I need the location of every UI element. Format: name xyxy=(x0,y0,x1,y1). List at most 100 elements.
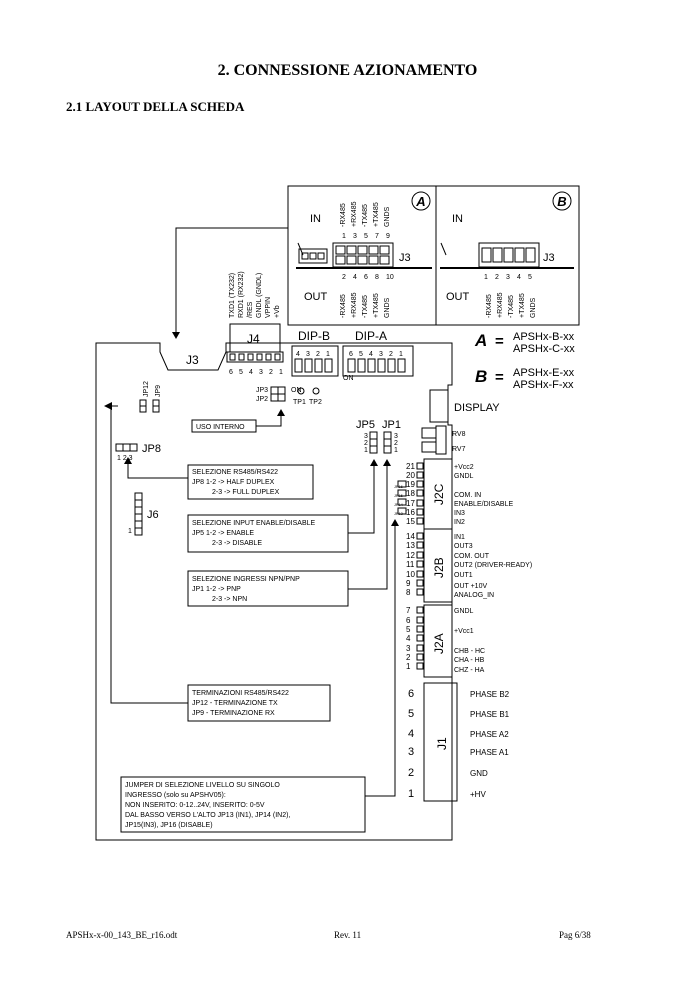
connector-a-top-signal: -RX485 xyxy=(340,203,347,227)
j1-signal: PHASE A1 xyxy=(470,748,509,757)
j2-pin-cell xyxy=(416,579,424,587)
j2-pin-number: 1 xyxy=(406,662,411,671)
j4-tooth xyxy=(247,353,254,361)
jp8-jumper xyxy=(115,443,138,452)
j2-pin-cell xyxy=(416,644,424,652)
j6-pin-cell xyxy=(134,513,143,522)
connector-a-pin-cell xyxy=(357,255,368,265)
rs485-selection-box xyxy=(187,464,314,500)
j2-signal: OUT +10V xyxy=(454,583,487,590)
connector-a-pin-cell xyxy=(379,255,390,265)
j2-signal: COM. IN xyxy=(454,492,481,499)
j2-pin-number: 2 xyxy=(406,653,411,662)
j1-pin-number: 3 xyxy=(408,746,414,758)
j4-tooth xyxy=(274,353,281,361)
connector-a-pin-cell xyxy=(357,245,368,255)
connector-a-bottom-pin: 6 xyxy=(364,274,368,281)
j2-signal: OUT3 xyxy=(454,543,473,550)
connector-a-small-cell xyxy=(317,252,325,260)
j1-pin-number: 4 xyxy=(408,728,414,740)
box-line: 2-3 -> FULL DUPLEX xyxy=(212,489,280,496)
j2-pin-number: 7 xyxy=(406,606,411,615)
j4-signal: GNDL (GNDL) xyxy=(256,273,263,318)
j2-pin-number: 18 xyxy=(406,489,415,498)
j2-pin-number: 15 xyxy=(406,517,415,526)
variant-a-tag xyxy=(411,191,431,211)
connector-a-bottom-signal: +TX485 xyxy=(373,293,380,318)
dip-b-toggle xyxy=(294,358,303,373)
j2-signal: IN3 xyxy=(454,510,465,517)
j2-pin-cell xyxy=(416,662,424,670)
box-line: NON INSERITO: 0-12..24V, INSERITO: 0-5V xyxy=(125,802,265,809)
j2-signal: IN1 xyxy=(454,534,465,541)
j4-tooth xyxy=(256,353,263,361)
box-line: 2-3 -> DISABLE xyxy=(212,540,262,547)
connector-b-in: IN xyxy=(452,213,463,225)
input-level-jumper xyxy=(397,498,407,506)
connector-b-pin: 2 xyxy=(495,274,499,281)
connector-b-pin: 3 xyxy=(506,274,510,281)
connector-a-small-cell xyxy=(309,252,317,260)
connector-b-pin: 1 xyxy=(484,274,488,281)
display-label: DISPLAY xyxy=(454,402,500,414)
legend-b-letter: B xyxy=(475,367,487,386)
connector-a-pin-cell xyxy=(379,245,390,255)
connector-b-box xyxy=(435,185,580,326)
j2-pin-number: 20 xyxy=(406,471,415,480)
box-line: JUMPER DI SELEZIONE LIVELLO SU SINGOLO xyxy=(125,782,280,789)
j2-signal: OUT2 (DRIVER-READY) xyxy=(454,562,532,569)
box-line: JP5 1-2 -> ENABLE xyxy=(192,530,254,537)
connector-b-pin: 5 xyxy=(528,274,532,281)
connector-a-top-signal: +RX485 xyxy=(351,201,358,227)
j4-pin: 5 xyxy=(239,369,243,376)
variant-b-letter: B xyxy=(557,194,566,209)
j2-signal: ANALOG_IN xyxy=(454,592,494,599)
jp1-pin-number: 1 xyxy=(394,447,398,454)
connector-b-pin-cell xyxy=(503,247,514,263)
connector-a-small-cell xyxy=(301,252,309,260)
connector-a-bottom-pin: 2 xyxy=(342,274,346,281)
connector-a-bottom-signal: -TX485 xyxy=(362,295,369,318)
j2-pin-cell xyxy=(416,588,424,596)
dip-b-toggle xyxy=(314,358,323,373)
j1-signal: PHASE B2 xyxy=(470,690,510,699)
j2-signal: IN2 xyxy=(454,519,465,526)
page-title: 2. CONNESSIONE AZIONAMENTO xyxy=(217,62,478,79)
j4-signal: RXD1 (RX232) xyxy=(238,271,245,318)
j1-pin-number: 5 xyxy=(408,708,414,720)
dip-a-switch xyxy=(342,345,414,377)
j2-signal: GNDL xyxy=(454,608,474,615)
connector-a-pin-cell xyxy=(335,245,346,255)
j2-pin-number: 13 xyxy=(406,541,415,550)
j2b-connector xyxy=(423,528,453,603)
connector-a-body xyxy=(332,242,394,268)
j2-signal: +Vcc1 xyxy=(454,628,474,635)
dip-b-number: 1 xyxy=(326,351,330,358)
dip-a-on: ON xyxy=(343,375,354,382)
connector-a-top-signal: -TX485 xyxy=(362,204,369,227)
j2-pin-cell xyxy=(416,462,424,470)
variant-a-letter: A xyxy=(415,194,425,209)
j2-signal: +Vcc2 xyxy=(454,464,474,471)
dip-a-toggle xyxy=(347,358,356,373)
tp2-label: TP2 xyxy=(309,399,322,406)
connector-a-pin-cell xyxy=(346,255,357,265)
j6-pin-cell xyxy=(134,492,143,501)
j2-signal: OUT1 xyxy=(454,572,473,579)
j2-pin-cell xyxy=(416,489,424,497)
j2-pin-number: 8 xyxy=(406,588,411,597)
j4-pin: 6 xyxy=(229,369,233,376)
jp5-label: JP5 xyxy=(356,419,375,431)
dip-b-label: DIP-B xyxy=(298,329,330,343)
j2-pin-cell xyxy=(416,517,424,525)
j2b-label: J2B xyxy=(432,557,446,578)
connector-a-top-pin: 1 xyxy=(342,233,346,240)
jp1-jumper xyxy=(383,431,392,454)
jp5-pin-number: 2 xyxy=(364,440,368,447)
j6-label: J6 xyxy=(147,509,159,521)
j6-pin-cell xyxy=(134,520,143,529)
